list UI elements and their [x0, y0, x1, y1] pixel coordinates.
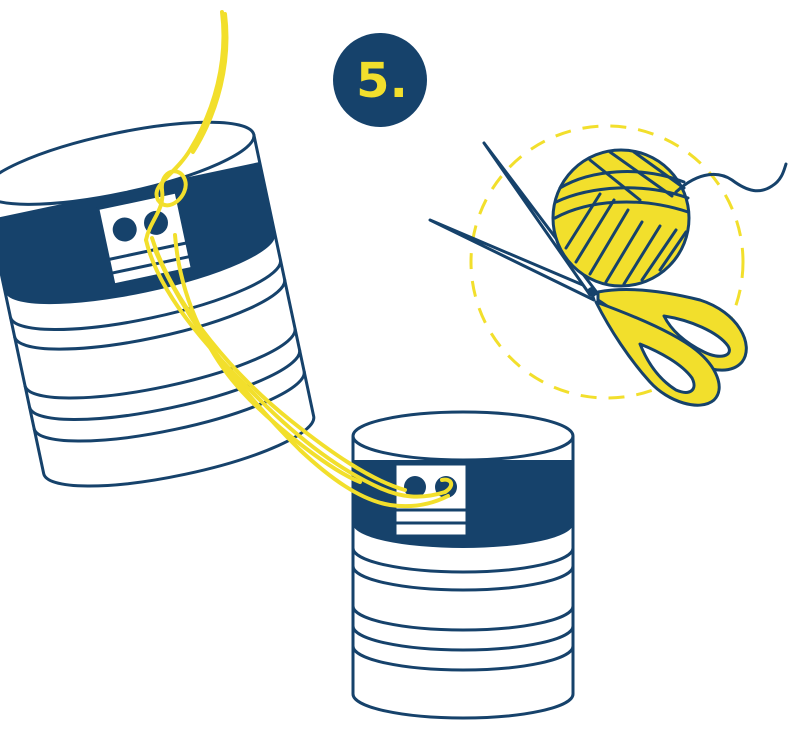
can-label-patch	[393, 462, 469, 538]
step-number: 5.	[356, 53, 408, 109]
can-hole	[404, 476, 426, 498]
dashed-circle	[469, 124, 745, 400]
tin-can-left	[0, 120, 316, 488]
can-hole	[112, 217, 137, 242]
yarn-ball	[551, 148, 788, 288]
yarn-string	[144, 10, 454, 509]
step-badge: 5.	[333, 33, 427, 127]
tin-can-right	[351, 410, 575, 720]
